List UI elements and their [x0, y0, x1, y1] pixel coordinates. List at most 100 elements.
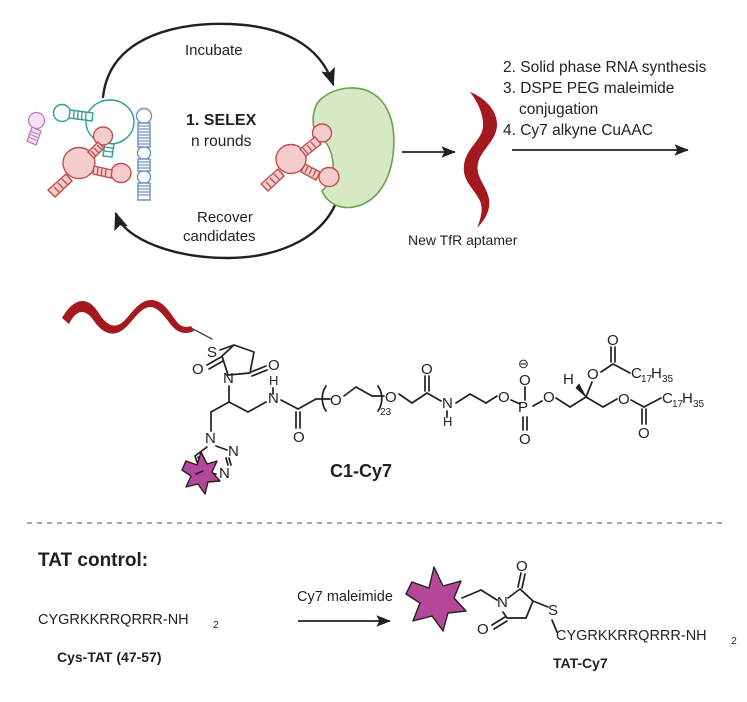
synthesis-step-2: 2. Solid phase RNA synthesis — [503, 59, 707, 76]
atom-oxygen-anionic: O — [519, 372, 531, 389]
atom-oxygen-carbonyl-sn2: O — [607, 332, 619, 349]
aptamer-hairpin-pink — [26, 111, 46, 146]
atom-oxygen-succinimide-tat-bottom: O — [477, 621, 489, 638]
bond-ch2-n-tat — [480, 589, 498, 601]
bond-sn1-co-chain — [643, 397, 662, 408]
recover-label-line1: Recover — [197, 209, 253, 226]
synthesis-step-4: 4. Cy7 alkyne CuAAC — [503, 122, 653, 139]
cys-tat-sequence: CYGRKKRRQRRR-NH — [38, 612, 189, 628]
stearoyl-h-sn1: H — [682, 390, 693, 407]
stearoyl-chain-sn1-label: C 17 H 35 — [662, 390, 705, 410]
bond-ring-s-tat — [532, 600, 549, 608]
atom-oxygen-amide1: O — [293, 429, 305, 446]
stearoyl-chain-sn2-label: C 17 H 35 — [631, 365, 674, 385]
bond-eth-ch2 — [469, 393, 487, 404]
bond-ester-sn2-co — [600, 363, 614, 373]
stearoyl-sub35-sn2: 35 — [662, 374, 674, 385]
bond-o-glycerol-c1 — [555, 397, 571, 408]
bond-s-peptide-tat — [551, 619, 558, 633]
rounds-label: n rounds — [191, 133, 252, 150]
bond-peg-ch2-ch2 — [355, 386, 373, 397]
bond-ch2-n-amide — [247, 401, 267, 413]
new-aptamer-caption: New TfR aptamer — [408, 232, 518, 248]
atom-oxygen-c1-left: O — [192, 361, 204, 378]
peg-repeat-count: 23 — [380, 407, 392, 418]
atom-oxygen-phosphoester2: O — [543, 389, 555, 406]
atom-hydrogen-glycerol: H — [563, 371, 574, 388]
atom-nitrogen-triazole-n3: N — [219, 465, 230, 482]
bond-ch-ch2-right — [228, 401, 249, 413]
atom-oxygen-phosphoester1: O — [498, 389, 510, 406]
synthesis-step-3-cont: conjugation — [519, 101, 598, 118]
bond-star-ch2-tat — [461, 589, 482, 599]
atom-oxygen-c1-right: O — [268, 357, 280, 374]
bond-sn2-co-chain — [612, 363, 631, 374]
incubate-label: Incubate — [185, 42, 243, 59]
c1-cy7-compound-name: C1-Cy7 — [330, 461, 392, 481]
atom-oxygen-ester-sn1: O — [618, 391, 630, 408]
recover-label-line2: candidates — [183, 228, 256, 245]
tat-cy7-product: CYGRKKRRQRRR-NH 2 TAT-Cy7 — [553, 628, 737, 671]
succinimide-ring-tat: N O O — [477, 558, 534, 638]
cys-tat-reactant: CYGRKKRRQRRR-NH 2 Cys-TAT (47-57) — [38, 612, 219, 665]
bond-ch-ch2-left — [210, 401, 230, 413]
stearoyl-c-sn1: C — [662, 390, 673, 407]
atom-nitrogen-amide1: N — [268, 390, 279, 407]
stearoyl-h-sn2: H — [651, 365, 662, 382]
incubate-arc — [101, 22, 335, 99]
atom-oxygen-peg: O — [330, 392, 342, 409]
atom-hydrogen-amide2: H — [443, 414, 452, 429]
bond-oend-ch2 — [398, 393, 413, 404]
synthesis-step-3: 3. DSPE PEG maleimide — [503, 80, 674, 97]
cys-tat-sequence-subscript: 2 — [213, 619, 219, 631]
atom-nitrogen-amide2: N — [442, 395, 453, 412]
atom-sulfur-c1: S — [207, 344, 217, 361]
bond-glycerol-c3-o — [602, 398, 618, 408]
bond-ch2-co2 — [411, 392, 428, 404]
bound-aptamer-red — [259, 123, 340, 192]
bond-n-ch2-eth — [455, 393, 471, 404]
succinimide-ring-c1: O O N — [192, 344, 280, 387]
cys-tat-name: Cys-TAT (47-57) — [57, 649, 162, 665]
bond-ester-sn1-co — [630, 399, 645, 408]
atom-hydrogen-amide1: H — [269, 373, 278, 388]
stearoyl-c-sn2: C — [631, 365, 642, 382]
recover-arc — [114, 188, 342, 260]
bond-co2-n — [426, 392, 442, 402]
bond-peg-o-ch2 — [343, 386, 357, 397]
atom-nitrogen-triazole-n2: N — [228, 443, 239, 460]
atom-nitrogen-triazole-n1: N — [205, 430, 216, 447]
bond-glycerol-c1-c2 — [569, 396, 587, 408]
bond-n-co1 — [280, 399, 299, 410]
stearoyl-sub17-sn1: 17 — [672, 399, 684, 410]
bond-eth-o — [485, 395, 498, 404]
atom-oxygen-phosphoryl: O — [519, 431, 531, 448]
selex-label: 1. SELEX — [186, 112, 257, 129]
cy7-star-icon — [181, 451, 221, 495]
cy7-maleimide-reagent: Cy7 maleimide — [297, 589, 393, 605]
atom-nitrogen-succinimide-c1: N — [223, 370, 234, 387]
new-tfr-aptamer-ribbon — [463, 92, 498, 228]
bond-co1-ch2 — [297, 398, 317, 410]
atom-oxygen-peg-end: O — [385, 389, 397, 406]
stearoyl-sub17-sn2: 17 — [641, 374, 653, 385]
c1-aptamer-ribbon — [62, 299, 194, 334]
atom-phosphorus: P — [518, 399, 528, 416]
atom-nitrogen-succinimide-tat: N — [497, 594, 508, 611]
aptamer-three-way-junction-red — [46, 126, 132, 198]
atom-sulfur-tat: S — [548, 602, 558, 619]
tat-cy7-sequence: CYGRKKRRQRRR-NH — [556, 628, 707, 644]
tat-cy7-sequence-subscript: 2 — [731, 635, 737, 647]
bond-star-triazole — [195, 470, 204, 475]
atom-oxygen-succinimide-tat-top: O — [516, 558, 528, 575]
tat-cy7-name: TAT-Cy7 — [553, 655, 608, 671]
bond-glycerol-c2-o — [585, 381, 593, 398]
atom-oxygen-carbonyl-sn1: O — [638, 425, 650, 442]
peg-bracket-close — [377, 385, 383, 412]
tat-cy7-star-icon — [405, 566, 467, 632]
